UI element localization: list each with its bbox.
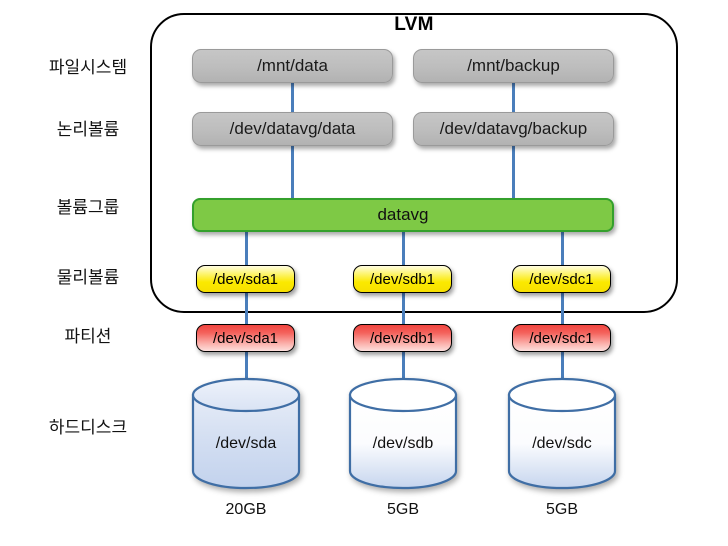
- hard-disk-capacity-sda: 20GB: [225, 501, 267, 518]
- physical-volume-node-sdc1[interactable]: /dev/sdc1: [512, 265, 611, 293]
- hard-disk-label-sdb: /dev/sdb: [372, 435, 434, 452]
- row-label-logical-volume: 논리볼륨: [56, 120, 120, 139]
- partition-node-sdc1[interactable]: /dev/sdc1: [512, 324, 611, 352]
- row-label-volume-group: 볼륨그룹: [56, 198, 120, 217]
- hard-disk-capacity-sdc: 5GB: [545, 501, 578, 518]
- row-label-physical-volume: 물리볼륨: [56, 268, 120, 287]
- connector-part-disk-sda: [245, 352, 248, 380]
- connector-pv-part-sdc: [561, 293, 564, 325]
- hard-disk-label-sdc: /dev/sdc: [532, 435, 592, 452]
- partition-node-sda1[interactable]: /dev/sda1: [196, 324, 295, 352]
- connector-fs-lv-left: [291, 82, 294, 112]
- physical-volume-node-sda1[interactable]: /dev/sda1: [196, 265, 295, 293]
- connector-vg-pv-sda: [245, 232, 248, 268]
- connector-fs-lv-right: [512, 82, 515, 112]
- connector-pv-part-sda: [245, 293, 248, 325]
- physical-volume-node-sdb1[interactable]: /dev/sdb1: [353, 265, 452, 293]
- connector-part-disk-sdb: [402, 352, 405, 380]
- filesystem-node-mnt-backup[interactable]: /mnt/backup: [413, 49, 614, 83]
- connector-vg-pv-sdc: [561, 232, 564, 268]
- row-label-hard-disk: 하드디스크: [48, 418, 128, 437]
- logical-volume-node-data[interactable]: /dev/datavg/data: [192, 112, 393, 146]
- connector-vg-pv-sdb: [402, 232, 405, 268]
- partition-node-sdb1[interactable]: /dev/sdb1: [353, 324, 452, 352]
- connector-pv-part-sdb: [402, 293, 405, 325]
- connector-lv-vg-left: [291, 145, 294, 199]
- lvm-boundary-box: [150, 13, 678, 313]
- lvm-title: LVM: [394, 14, 434, 35]
- connector-lv-vg-right: [512, 145, 515, 199]
- logical-volume-node-backup[interactable]: /dev/datavg/backup: [413, 112, 614, 146]
- row-label-partition: 파티션: [64, 327, 112, 346]
- filesystem-node-mnt-data[interactable]: /mnt/data: [192, 49, 393, 83]
- connector-part-disk-sdc: [561, 352, 564, 380]
- hard-disk-label-sda: /dev/sda: [215, 435, 277, 452]
- hard-disk-capacity-sdb: 5GB: [386, 501, 419, 518]
- volume-group-node-datavg[interactable]: datavg: [192, 198, 614, 232]
- row-label-filesystem: 파일시스템: [48, 58, 128, 77]
